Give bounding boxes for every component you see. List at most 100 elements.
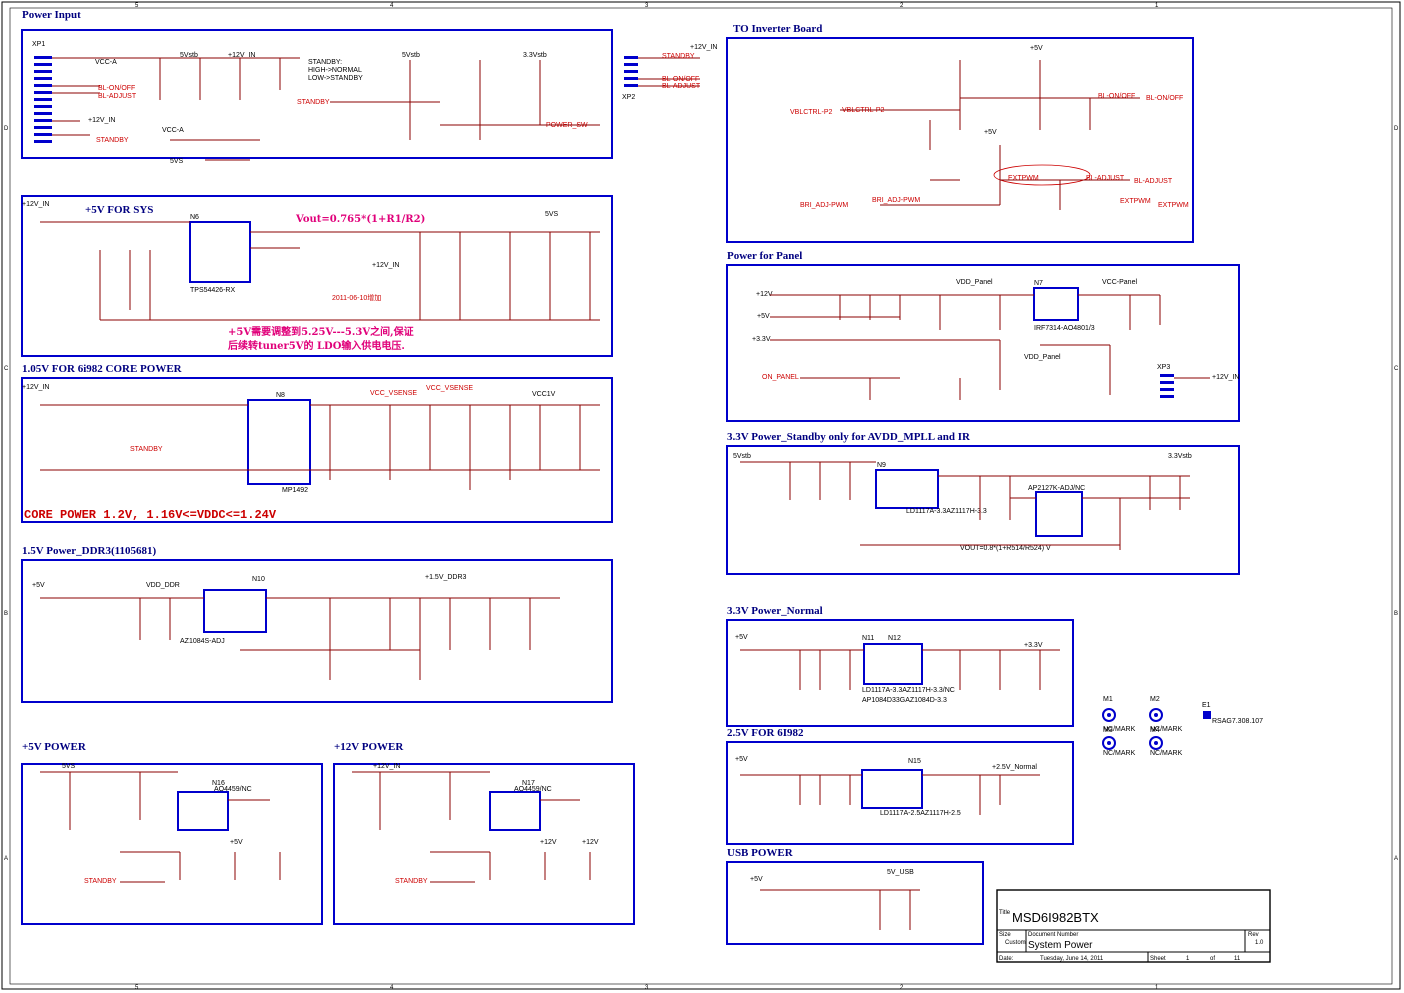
net-25v-normal: +2.5V_Normal (992, 764, 1037, 771)
note-line-1: +5V需要调整到5.25V---5.3V之间,保证 (228, 325, 414, 338)
normal33-frame (726, 619, 1074, 727)
panel-frame (726, 264, 1240, 422)
v25-frame (726, 741, 1074, 845)
net-bl-adjust-xp2: BL-ADJUST (662, 83, 701, 90)
plus12v-power-frame (333, 763, 635, 925)
standby33-wires (740, 461, 1190, 550)
net-5v-normal33: +5V (735, 634, 748, 641)
standby-note-1: STANDBY: (308, 59, 342, 66)
net-33vstb-standby33: 3.3Vstb (1168, 453, 1192, 460)
chip-n87 (1035, 491, 1083, 537)
chip-n10-ref: N10 (252, 576, 265, 583)
net-vcc-a-filter: VCC-A (162, 127, 184, 134)
zone-right-a: A (1394, 856, 1398, 862)
net-5v-inverter-2: +5V (984, 129, 997, 136)
standby-note-3: LOW->STANDBY (308, 75, 363, 82)
zone-top-3: 3 (645, 3, 649, 9)
chip-n7-part: IRF7314-AO4801/3 (1034, 325, 1095, 332)
date-note-sys: 2011-06-10增加 (332, 293, 381, 302)
mark-m1: M1 NC/MARK (1102, 696, 1136, 733)
chip-n6-part: TPS54426-RX (190, 287, 235, 294)
chip-n10 (203, 589, 267, 633)
zone-left-a: A (4, 856, 8, 862)
net-bl-on-off-xp2: BL-ON/OFF (662, 76, 699, 83)
net-standby-12vpower: STANDBY (395, 878, 428, 885)
net-12v-in-panel: +12V_IN (1212, 374, 1239, 381)
net-5vstb-top: 5Vstb (180, 52, 198, 59)
net-5vs-5vpower: 5VS (62, 763, 76, 770)
inverter-highlight (993, 164, 1091, 186)
section-title-inverter: TO Inverter Board (733, 23, 822, 35)
net-12v-in-sys: +12V_IN (22, 201, 49, 208)
net-extpwm-inverter-3: EXTPWM (1158, 202, 1189, 209)
mark-m3-ref: M3 (1103, 727, 1113, 734)
mark-m4: M4 NC/MARK (1149, 727, 1183, 757)
mark-m4-ref: M4 (1150, 727, 1160, 734)
chip-n9 (875, 469, 939, 509)
net-12v-panel: +12V (756, 291, 773, 298)
zone-bottom-3: 3 (645, 985, 649, 991)
rev-label: Rev (1248, 932, 1259, 938)
net-bri-adj: BRI_ADJ-PWM (800, 202, 848, 209)
standby33-frame (726, 445, 1240, 575)
chip-n9-part: LD1117A-3.3AZ1117H-3.3 (906, 508, 987, 515)
net-on-panel: ON_PANEL (762, 374, 799, 381)
net-vdd-ddr: VDD_DDR (146, 582, 180, 589)
net-vdd-panel-2: VDD_Panel (1024, 354, 1061, 361)
core-power-note: CORE POWER 1.2V, 1.16V<=VDDC<=1.24V (24, 508, 277, 522)
net-12v-12vpower: +12V (540, 839, 557, 846)
usb-frame (726, 861, 984, 945)
chip-n15-ref: N15 (908, 758, 921, 765)
net-15-ddr3: +1.5V_DDR3 (425, 574, 467, 581)
chip-n17-part: AO4459/NC (514, 786, 552, 793)
chip-n15 (861, 769, 923, 809)
net-vcc-vsense-1: VCC_VSENSE (370, 390, 417, 397)
ddr3-frame (21, 559, 613, 703)
chip-n11-part: LD1117A-3.3AZ1117H-3.3/NC (862, 687, 955, 694)
chip-n16-ref: N16 (212, 780, 225, 787)
net-5v-usb-in: +5V (750, 876, 763, 883)
chip-n6 (189, 221, 251, 283)
net-5v-panel: +5V (757, 313, 770, 320)
net-bl-adjust-inverter: BL-ADJUST (1086, 175, 1125, 182)
of-label: of (1210, 956, 1215, 962)
core-wires (40, 404, 600, 490)
chip-n6-ref: N6 (190, 214, 199, 221)
zone-top-1: 1 (1155, 3, 1159, 9)
e1-ref: E1 (1202, 702, 1211, 709)
chip-n7 (1033, 287, 1079, 321)
zone-left-b: B (4, 611, 8, 617)
zone-bottom-2: 2 (900, 985, 904, 991)
core-frame (21, 377, 613, 523)
chip-n16 (177, 791, 229, 831)
zone-top-2: 2 (900, 3, 904, 9)
net-12v-12vpower-2: +12V (582, 839, 599, 846)
inverter-wires (840, 60, 1140, 210)
sheet-inner-border (9, 7, 1393, 985)
note-line-2: 后续转tuner5V的 LDO输入供电电压. (228, 339, 405, 352)
power-input-frame (21, 29, 613, 159)
net-12v-in-sys-zener: +12V_IN (372, 262, 399, 269)
section-title-standby33: 3.3V Power_Standby only for AVDD_MPLL an… (727, 431, 971, 443)
net-vcc-panel: VCC-Panel (1102, 279, 1137, 286)
net-standby-core: STANDBY (130, 446, 163, 453)
chip-n11 (863, 643, 923, 685)
zone-bottom-5: 5 (135, 985, 139, 991)
section-title-5v-power: +5V POWER (22, 741, 87, 753)
section-title-usb: USB POWER (727, 847, 794, 859)
net-bl-on-off-inverter: BL-ON/OFF (1098, 93, 1135, 100)
net-5v-ddr3: +5V (32, 582, 45, 589)
chip-n7-ref: N7 (1034, 280, 1043, 287)
net-bri-adj-2: BRI_ADJ-PWM (872, 197, 920, 204)
net-standby-xp2: STANDBY (662, 53, 695, 60)
net-standby-input: STANDBY (96, 137, 129, 144)
title-label: Title (999, 910, 1011, 916)
section-title-core: 1.05V FOR 6i982 CORE POWER (22, 363, 183, 375)
mark-m1-ref: M1 (1103, 696, 1113, 703)
chip-n12-part: AP1084D33GAZ1084D-3.3 (862, 697, 947, 704)
section-title-ddr3: 1.5V Power_DDR3(1105681) (22, 545, 157, 557)
panel-wires (770, 294, 1210, 400)
zone-bottom-4: 4 (390, 985, 394, 991)
size-value: Custom (1005, 940, 1026, 946)
